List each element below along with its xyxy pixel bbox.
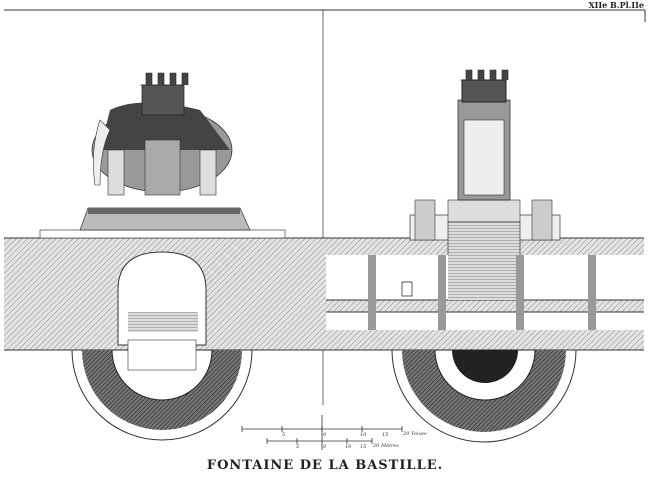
scale-upper-tick: 5 xyxy=(282,432,286,438)
scale-upper-tick: 10 xyxy=(360,432,367,438)
elephant-elevation xyxy=(39,72,286,239)
plate-reference: XIIe B.Pl.IIe xyxy=(588,0,644,10)
tunnel-section-left xyxy=(117,251,207,346)
plan-circle-right xyxy=(391,349,577,443)
scale-upper-tick: 0 xyxy=(323,432,327,438)
scale-lower-tick: 0 xyxy=(323,444,327,450)
scale-bars xyxy=(241,415,403,450)
scale-lower-tick: 10 xyxy=(345,444,352,450)
plan-circle-left xyxy=(71,339,253,441)
elephant-front-elevation xyxy=(409,69,561,241)
scale-upper-unit: 20 Toises xyxy=(403,431,427,437)
scale-upper-tick: 15 xyxy=(382,432,389,438)
plate-title: FONTAINE DE LA BASTILLE. xyxy=(206,458,444,473)
scale-lower-tick: 5 xyxy=(296,444,300,450)
stair-section-right xyxy=(326,221,644,330)
scale-lower-unit: 20 Mètres xyxy=(373,443,399,449)
scale-lower-tick: 15 xyxy=(360,444,367,450)
